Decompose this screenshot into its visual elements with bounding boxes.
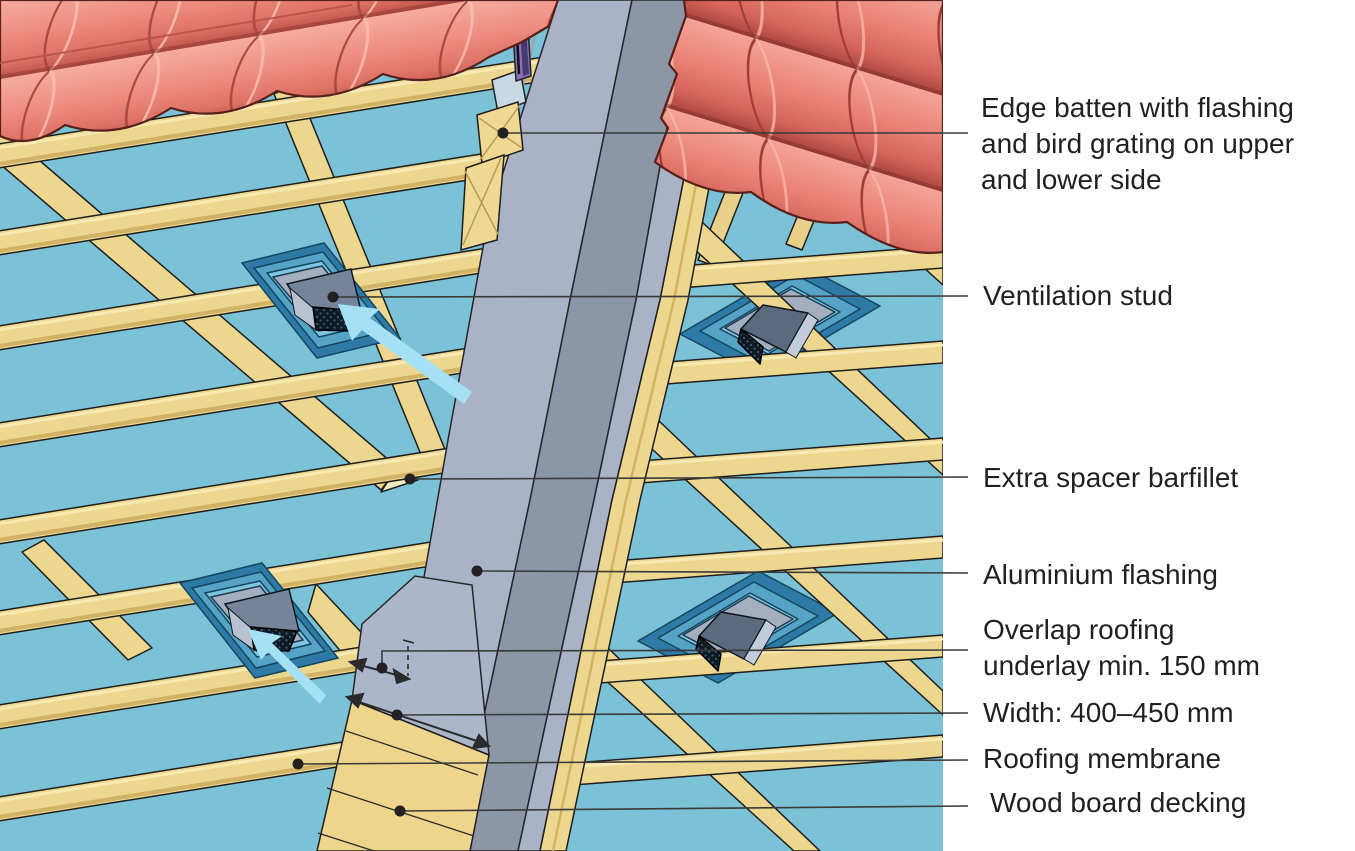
label-ventilation-stud: Ventilation stud: [983, 278, 1173, 314]
wood-board-decking-area: [316, 698, 490, 851]
label-line: Roofing membrane: [983, 743, 1222, 774]
label-line: and bird grating on upper: [981, 128, 1294, 159]
label-line: Overlap roofing: [983, 614, 1175, 645]
vent-hood-right-lower: [695, 611, 777, 672]
label-roofing-membrane: Roofing membrane: [983, 741, 1221, 777]
roof-tiles-right: [653, 0, 945, 254]
dimension-arrow-icon: [344, 646, 492, 750]
leader-lines: [297, 132, 969, 812]
label-edge-batten: Edge batten with flashing and bird grati…: [981, 90, 1294, 198]
label-panel: [943, 0, 1355, 851]
label-extra-spacer-barfillet: Extra spacer barfillet: [983, 460, 1238, 496]
label-line: underlay min. 150 mm: [983, 650, 1261, 681]
label-line: and lower side: [981, 164, 1162, 195]
label-width: Width: 400–450 mm: [983, 695, 1234, 731]
label-line: Wood board decking: [990, 787, 1247, 818]
label-wood-board-decking: Wood board decking: [990, 785, 1246, 821]
ventilation-stud-left-lower: [178, 562, 340, 679]
label-line: Aluminium flashing: [983, 559, 1218, 590]
airflow-arrow-icon: [248, 304, 472, 704]
label-overlap-underlay: Overlap roofing underlay min. 150 mm: [983, 612, 1260, 684]
label-line: Width: 400–450 mm: [983, 697, 1234, 728]
label-line: Extra spacer barfillet: [983, 462, 1239, 493]
leader-dot-icon: [292, 127, 509, 817]
label-aluminium-flashing: Aluminium flashing: [983, 557, 1218, 593]
roof-tiles-left: [0, 0, 560, 143]
label-line: Edge batten with flashing: [981, 92, 1294, 123]
label-line: Ventilation stud: [983, 280, 1173, 311]
vent-hood-right-upper: [737, 304, 819, 365]
